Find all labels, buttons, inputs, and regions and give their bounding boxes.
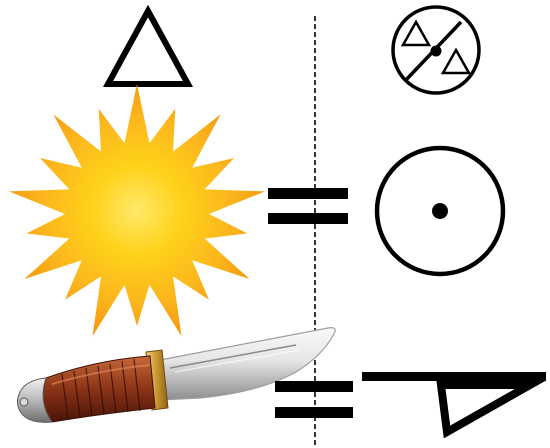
triangle-symbol-icon	[108, 11, 188, 84]
knife-symbol-icon	[362, 372, 546, 432]
equals-sign-icon	[275, 381, 353, 418]
circle-two-triangles-symbol-icon	[393, 7, 479, 93]
circle-dot-symbol-icon	[377, 148, 503, 274]
equals-sign-icon	[268, 188, 348, 224]
sun-icon	[9, 84, 265, 336]
